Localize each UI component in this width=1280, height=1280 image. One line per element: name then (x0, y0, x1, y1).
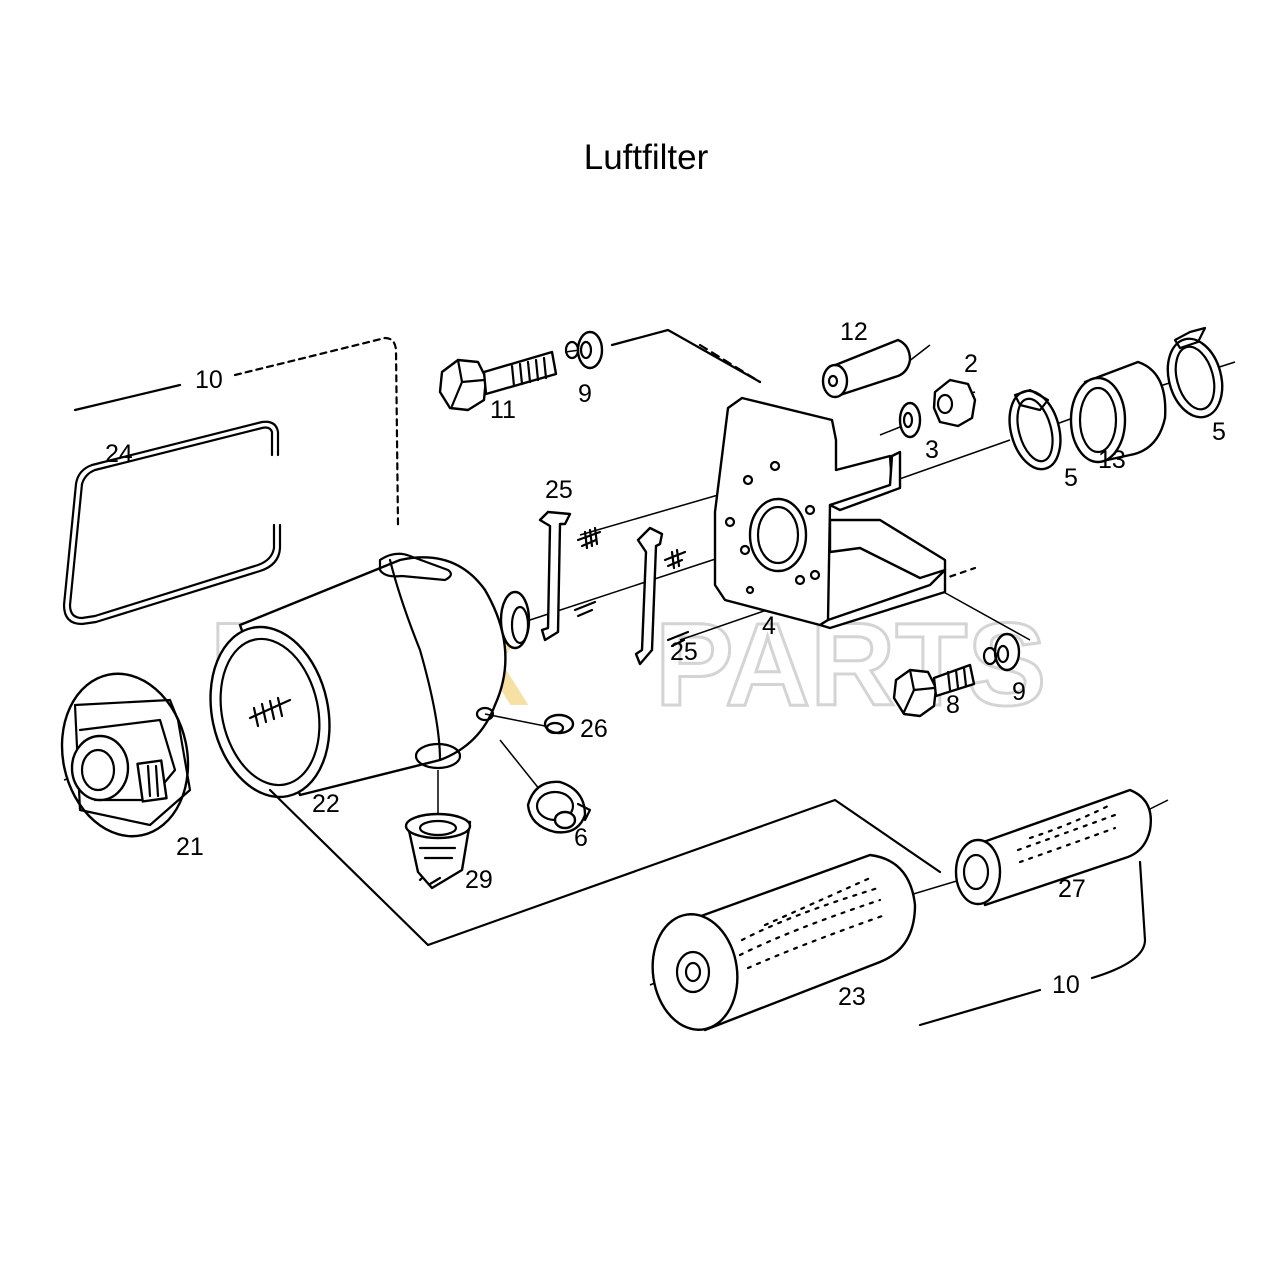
label-10-lower: 10 (1052, 971, 1080, 999)
part-12-spacer (821, 338, 912, 399)
label-24: 24 (105, 440, 133, 468)
part-13-hose (1069, 360, 1167, 464)
label-6: 6 (574, 824, 588, 852)
part-29-valve (404, 812, 472, 890)
label-25-upper: 25 (545, 476, 573, 504)
label-22: 22 (312, 790, 340, 818)
part-11-bolt (438, 350, 558, 412)
label-11: 11 (490, 396, 516, 424)
part-6-vacuum-switch (526, 780, 592, 834)
part-25-brackets (538, 510, 690, 666)
part-3-lock-washer (898, 401, 922, 439)
part-5-hose-clamp-right (1166, 326, 1224, 419)
label-2: 2 (964, 350, 978, 378)
part-9-washer-upper (564, 330, 604, 370)
part-2-nut (932, 378, 977, 428)
label-27: 27 (1058, 875, 1086, 903)
bracket-10-upper (73, 336, 400, 527)
label-3: 3 (925, 436, 939, 464)
part-5-hose-clamp-left (1008, 388, 1062, 471)
part-labels: 10 11 9 12 2 3 5 13 5 24 25 25 4 8 9 26 … (105, 318, 1226, 1011)
part-27-safety-element (954, 788, 1152, 907)
label-9-lower: 9 (1012, 678, 1026, 706)
label-29: 29 (465, 866, 493, 894)
label-12: 12 (840, 318, 868, 346)
label-13: 13 (1098, 446, 1126, 474)
label-9-upper: 9 (578, 380, 592, 408)
bracket-group-lines (268, 788, 1147, 1027)
part-26-plug (543, 713, 575, 735)
label-10-upper: 10 (195, 366, 223, 394)
part-4-bracket (713, 396, 947, 630)
label-25-lower: 25 (670, 638, 698, 666)
page-title: Luftfilter (583, 138, 709, 177)
part-24-wire-clip (62, 420, 282, 626)
part-21-cover (60, 672, 192, 838)
label-8: 8 (946, 691, 960, 719)
part-22-housing (209, 552, 531, 799)
label-5-right: 5 (1212, 418, 1226, 446)
label-5-left: 5 (1064, 464, 1078, 492)
part-9-washer-lower (982, 632, 1021, 672)
label-26: 26 (580, 715, 608, 743)
label-23: 23 (838, 983, 866, 1011)
label-4: 4 (762, 612, 776, 640)
part-8-bolt (892, 663, 976, 718)
label-21: 21 (176, 833, 204, 861)
part-23-main-filter-element (651, 853, 917, 1032)
